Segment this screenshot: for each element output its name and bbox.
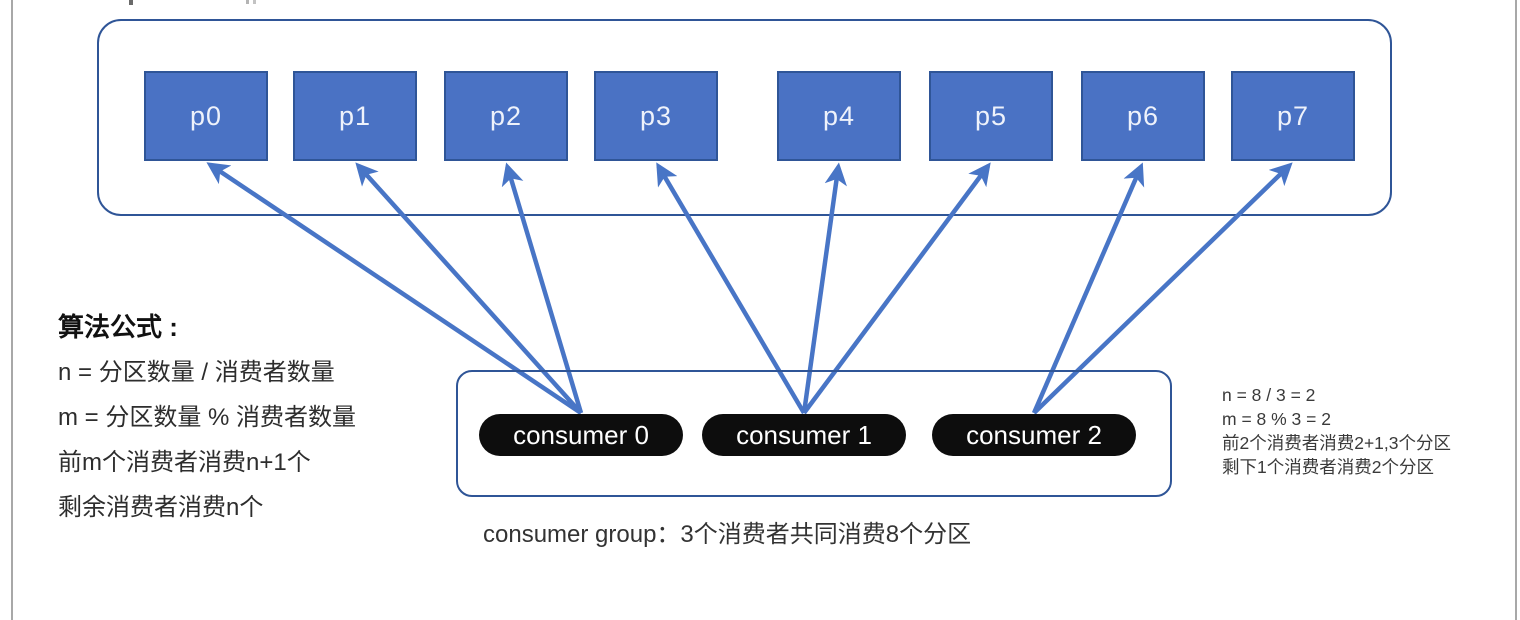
partition-label: p3 (639, 100, 673, 131)
example-line: 前2个消费者消费2+1,3个分区 (1222, 433, 1452, 453)
consumer-pill: consumer 0 (479, 414, 683, 456)
example-line: 剩下1个消费者消费2个分区 (1222, 457, 1434, 477)
partition-box: p1 (293, 71, 417, 161)
cropped-text-remnant (246, 0, 249, 4)
partition-label: p0 (189, 100, 223, 131)
partition-box: p5 (929, 71, 1053, 161)
example-calculation-block: n = 8 / 3 = 2 m = 8 % 3 = 2 前2个消费者消费2+1,… (1222, 383, 1451, 479)
consumer-label: consumer 2 (966, 419, 1102, 450)
formula-line: m = 分区数量 % 消费者数量 (58, 404, 357, 431)
partition-box: p6 (1081, 71, 1205, 161)
partition-label: p5 (974, 100, 1008, 131)
partition-box: p3 (594, 71, 718, 161)
consumer-label: consumer 0 (513, 419, 649, 450)
formula-line: 前m个消费者消费n+1个 (58, 449, 311, 476)
partition-label: p2 (489, 100, 523, 131)
formula-line: n = 分区数量 / 消费者数量 (58, 359, 335, 386)
page-edge-left (11, 0, 13, 620)
consumer-group-caption: consumer group：3个消费者共同消费8个分区 (483, 521, 972, 548)
partition-box: p2 (444, 71, 568, 161)
partition-label: p4 (822, 100, 856, 131)
cropped-text-remnant (129, 0, 133, 5)
partition-label: p7 (1276, 100, 1310, 131)
partition-box: p7 (1231, 71, 1355, 161)
consumer-group-box: consumer 0 consumer 1 consumer 2 (456, 370, 1172, 497)
partition-label: p1 (338, 100, 372, 131)
partition-box: p4 (777, 71, 901, 161)
consumer-label: consumer 1 (736, 419, 872, 450)
formula-line: 剩余消费者消费n个 (58, 494, 264, 521)
consumer-pill: consumer 1 (702, 414, 906, 456)
algorithm-formula-block: 算法公式 : n = 分区数量 / 消费者数量 m = 分区数量 % 消费者数量… (58, 305, 356, 530)
partition-label: p6 (1126, 100, 1160, 131)
example-line: m = 8 % 3 = 2 (1222, 409, 1331, 429)
formula-title: 算法公式 : (58, 312, 178, 342)
cropped-text-remnant (253, 0, 256, 4)
consumer-pill: consumer 2 (932, 414, 1136, 456)
page-edge-right (1515, 0, 1517, 620)
partition-box: p0 (144, 71, 268, 161)
example-line: n = 8 / 3 = 2 (1222, 385, 1316, 405)
